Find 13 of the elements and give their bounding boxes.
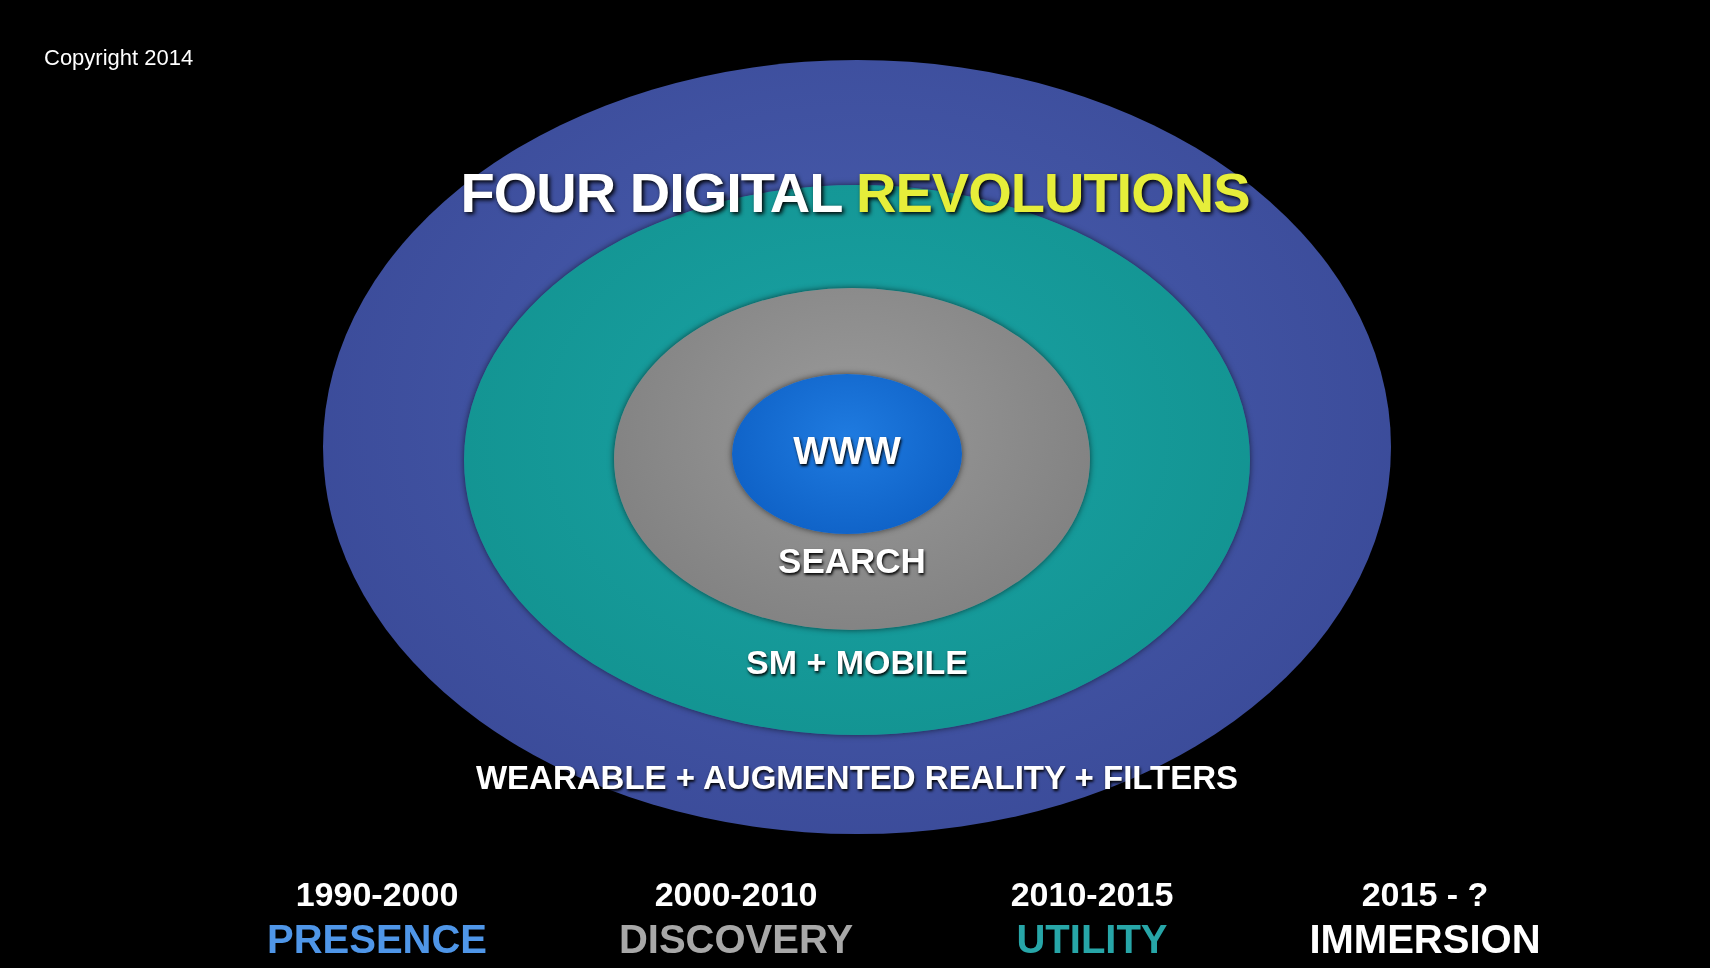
ring-label: SEARCH (778, 541, 926, 581)
era-name: UTILITY (1016, 917, 1168, 962)
period-label: 1990-2000 (295, 875, 459, 914)
era-name: DISCOVERY (618, 917, 854, 962)
title: FOUR DIGITAL REVOLUTIONS (460, 160, 1250, 225)
period-label: 2015 - ? (1361, 875, 1489, 914)
era-name: PRESENCE (266, 917, 488, 962)
copyright-note: Copyright 2014 (44, 45, 194, 71)
period-label: 2000-2010 (654, 875, 818, 914)
era-name: IMMERSION (1309, 917, 1541, 962)
period-label: 2010-2015 (1010, 875, 1174, 914)
ring-label: WWW (793, 430, 901, 474)
ring-label: SM + MOBILE (746, 642, 968, 682)
